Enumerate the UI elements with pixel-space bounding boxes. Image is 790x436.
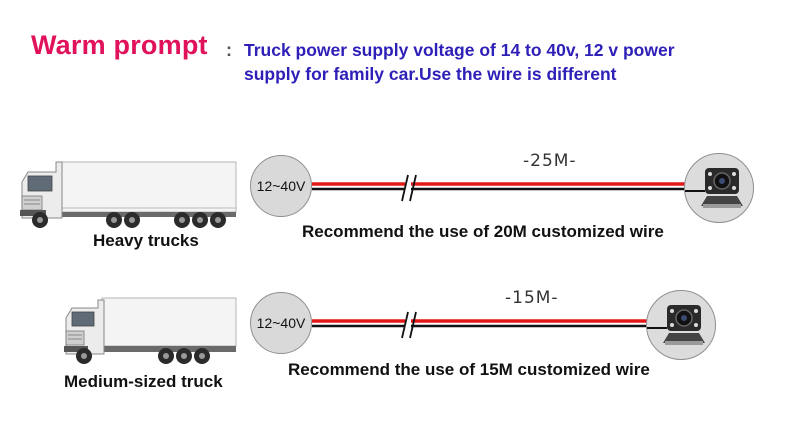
warm-prompt-line-1: Truck power supply voltage of 14 to 40v,… bbox=[244, 40, 675, 60]
heavy-trucks-label: Heavy trucks bbox=[93, 231, 199, 250]
heavy-truck-row: Heavy trucks 12~40V -25M- Recommend the … bbox=[0, 145, 790, 255]
voltage-label: 12~40V bbox=[256, 178, 306, 194]
camera-icon bbox=[647, 305, 705, 345]
voltage-circle: 12~40V bbox=[250, 292, 312, 354]
medium-truck-label: Medium-sized truck bbox=[64, 372, 223, 391]
power-wire bbox=[312, 311, 654, 339]
voltage-label: 12~40V bbox=[256, 315, 306, 331]
warm-prompt-header: Warm prompt : Truck power supply voltage… bbox=[0, 0, 790, 120]
wire-length-label: -15M- bbox=[505, 288, 559, 308]
voltage-circle: 12~40V bbox=[250, 155, 312, 217]
camera-circle bbox=[684, 153, 754, 223]
warm-prompt-title: Warm prompt bbox=[31, 30, 208, 60]
heavy-truck-icon bbox=[20, 161, 237, 228]
wire-length-label: -25M- bbox=[523, 151, 577, 171]
power-wire bbox=[312, 174, 692, 202]
warm-prompt-colon: : bbox=[226, 40, 232, 60]
medium-truck-row: Medium-sized truck 12~40V -15M- Recommen… bbox=[0, 282, 790, 392]
recommend-wire-text: Recommend the use of 15M customized wire bbox=[288, 360, 650, 379]
medium-truck-icon bbox=[64, 297, 237, 364]
recommend-wire-text: Recommend the use of 20M customized wire bbox=[302, 222, 664, 241]
camera-icon bbox=[685, 168, 743, 208]
warm-prompt-line-2: supply for family car.Use the wire is di… bbox=[244, 64, 617, 84]
camera-circle bbox=[646, 290, 716, 360]
